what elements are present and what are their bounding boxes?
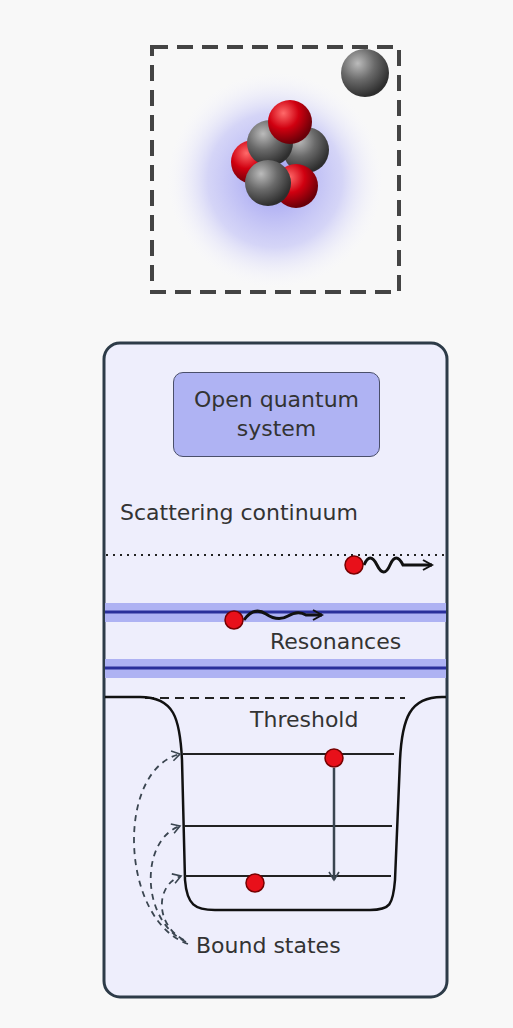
box-title: Open quantum system <box>174 386 379 443</box>
system-box: Open quantum system <box>173 372 380 457</box>
region-label: Bound states <box>196 933 341 959</box>
region-label: Scattering continuum <box>120 500 358 526</box>
region-label: Threshold <box>250 707 358 733</box>
region-label: Resonances <box>270 629 401 655</box>
